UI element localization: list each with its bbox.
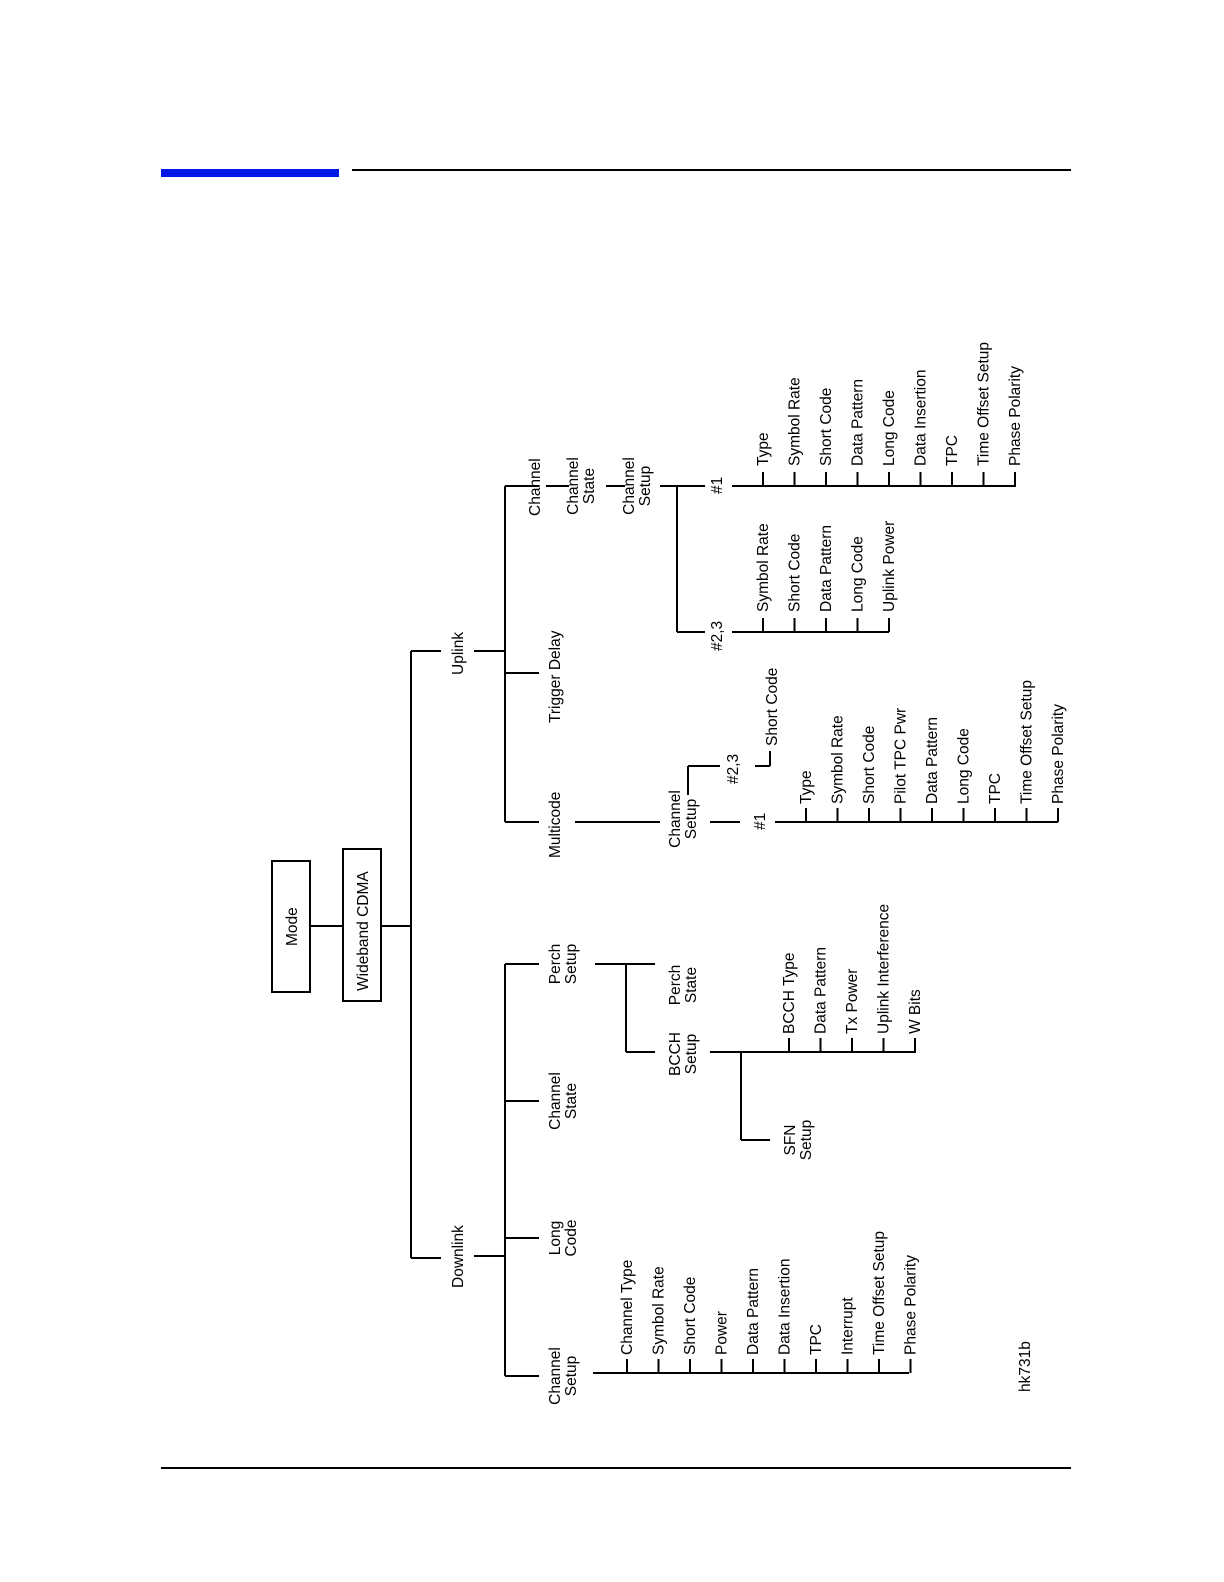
- bcch-item-data-pattern: Data Pattern: [813, 947, 830, 1034]
- dl-channel-setup-item-interrupt: Interrupt: [840, 1297, 857, 1355]
- ch-channel-state-label: ChannelState: [565, 457, 598, 515]
- mc-ch23-item-short-code: Short Code: [764, 668, 781, 746]
- ch-channel-setup-label: ChannelSetup: [621, 457, 654, 515]
- ch-ch1-item-long-code: Long Code: [881, 390, 898, 466]
- dl-channel-setup-item-short-code: Short Code: [682, 1277, 699, 1355]
- mc-ch1-item-type: Type: [798, 770, 815, 804]
- mc-ch1-item-short-code: Short Code: [861, 726, 878, 804]
- dl-channel-setup-item-data-insertion: Data Insertion: [777, 1259, 794, 1356]
- header-rule: [352, 169, 1071, 171]
- dl-channel-state-label: ChannelState: [547, 1072, 580, 1130]
- footer-rule: [161, 1467, 1071, 1469]
- mc-ch1-item-phase-polarity: Phase Polarity: [1050, 704, 1067, 804]
- mc-ch1-item-tpc: TPC: [987, 773, 1004, 804]
- mode-label: Mode: [284, 907, 301, 946]
- tree-connectors: [271, 472, 1059, 1377]
- dl-channel-setup-item-time-offset-setup: Time Offset Setup: [871, 1231, 888, 1355]
- uplink-label: Uplink: [450, 632, 467, 675]
- ch-ch23-item-long-code: Long Code: [850, 536, 867, 612]
- ch-ch1-label: #1: [709, 477, 726, 494]
- dl-channel-setup-item-tpc: TPC: [808, 1324, 825, 1355]
- ch-ch23-item-symbol-rate: Symbol Rate: [755, 523, 772, 612]
- sfn-setup-label: SFNSetup: [782, 1120, 815, 1161]
- dl-channel-setup-item-symbol-rate: Symbol Rate: [651, 1266, 668, 1355]
- mc-ch1-label: #1: [752, 813, 769, 830]
- bcch-item-uplink-interference: Uplink Interference: [876, 904, 893, 1034]
- mc-ch1-item-time-offset-setup: Time Offset Setup: [1019, 680, 1036, 804]
- dl-long-code-label: LongCode: [547, 1219, 580, 1256]
- bcch-item-bcch-type: BCCH Type: [781, 952, 798, 1034]
- ch-ch23-item-data-pattern: Data Pattern: [818, 525, 835, 612]
- ch-ch1-item-type: Type: [755, 432, 772, 466]
- downlink-label: Downlink: [450, 1225, 467, 1288]
- mc-ch1-item-symbol-rate: Symbol Rate: [830, 715, 847, 804]
- ch-ch23-item-uplink-power: Uplink Power: [881, 521, 898, 612]
- bcch-item-tx-power: Tx Power: [844, 969, 861, 1034]
- chapter-accent-bar: [161, 169, 339, 177]
- ch-ch23-label: #2,3: [709, 621, 726, 651]
- multicode-label: Multicode: [547, 792, 564, 858]
- figure-id-label: hk731b: [1017, 1341, 1034, 1392]
- dl-channel-setup-item-data-pattern: Data Pattern: [745, 1268, 762, 1355]
- mc-channel-setup-label: ChannelSetup: [667, 790, 700, 848]
- bcch-setup-label: BCCHSetup: [667, 1032, 700, 1076]
- mc-ch1-item-data-pattern: Data Pattern: [924, 717, 941, 804]
- ch-ch1-item-phase-polarity: Phase Polarity: [1007, 366, 1024, 466]
- ch-ch1-item-data-pattern: Data Pattern: [850, 379, 867, 466]
- ch-ch1-item-symbol-rate: Symbol Rate: [787, 377, 804, 466]
- dl-perch-setup-label: PerchSetup: [547, 944, 580, 985]
- perch-state-label: PerchState: [667, 965, 700, 1006]
- ch-ch1-item-tpc: TPC: [944, 435, 961, 466]
- ch-ch1-item-time-offset-setup: Time Offset Setup: [976, 342, 993, 466]
- mc-ch1-item-long-code: Long Code: [956, 728, 973, 804]
- ch-ch1-item-short-code: Short Code: [818, 388, 835, 466]
- trigger-delay-label: Trigger Delay: [547, 630, 564, 723]
- mc-ch1-item-pilot-tpc-pwr: Pilot TPC Pwr: [893, 708, 910, 804]
- wideband-cdma-label: Wideband CDMA: [355, 871, 372, 991]
- mc-ch23-label: #2,3: [725, 754, 742, 784]
- dl-channel-setup-item-power: Power: [714, 1311, 731, 1355]
- bcch-item-w-bits: W Bits: [907, 989, 924, 1034]
- ch-ch23-item-short-code: Short Code: [787, 534, 804, 612]
- dl-channel-setup-item-phase-polarity: Phase Polarity: [903, 1255, 920, 1355]
- dl-channel-setup-item-channel-type: Channel Type: [619, 1260, 636, 1355]
- dl-channel-setup-label: ChannelSetup: [547, 1347, 580, 1405]
- ch-ch1-item-data-insertion: Data Insertion: [913, 370, 930, 467]
- channel-label: Channel: [527, 458, 544, 516]
